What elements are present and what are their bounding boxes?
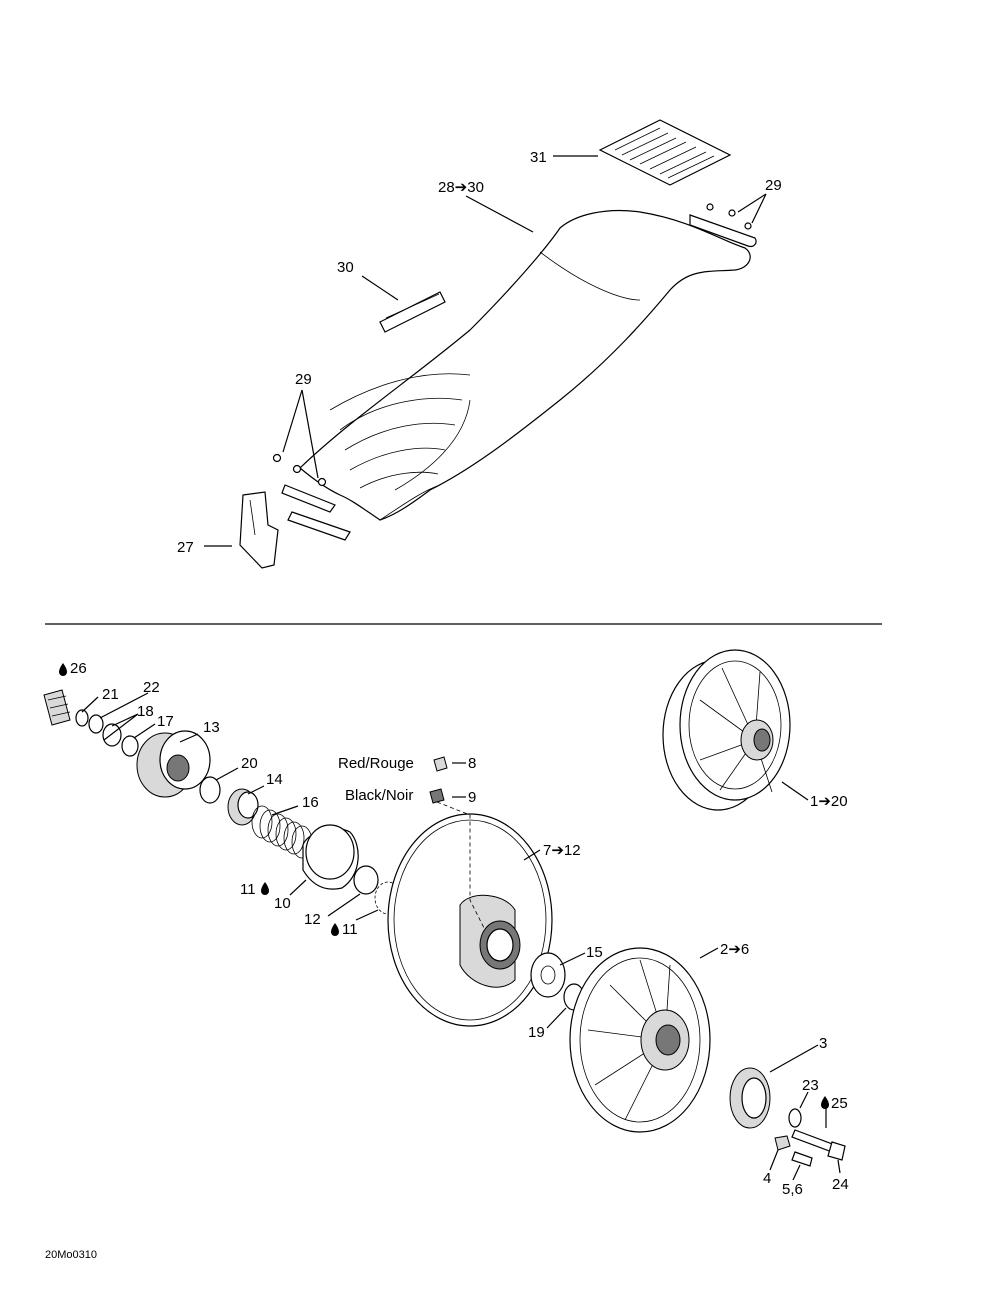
callout-15: 15 [586,944,603,961]
callout-25: 25 [831,1095,848,1112]
callout-17: 17 [157,713,174,730]
warning-label [598,119,732,186]
drop-icon-11b [331,923,339,936]
callout-lines-lower [81,692,841,1181]
callout-2-6: 2➔6 [720,941,749,958]
drop-icon-26 [59,663,67,676]
washer-23 [788,1108,802,1128]
nut-c [317,477,327,487]
fixed-half-2 [569,947,711,1133]
callout-23: 23 [802,1077,819,1094]
lubricant-drop-icons [59,663,829,1109]
washer-15 [530,952,566,998]
clip-plate-lower [287,511,351,541]
nut-b [292,464,302,474]
weight-black [429,788,445,804]
callout-10: 10 [274,895,291,912]
rear-mount-bracket [689,214,757,248]
ring-21 [75,709,89,727]
callout-5-6: 5,6 [782,1181,803,1198]
drop-icon-25 [821,1096,829,1109]
callout-4: 4 [763,1170,771,1187]
decal-30 [379,291,446,333]
guard-support-bracket [239,491,279,569]
callout-3: 3 [819,1035,827,1052]
ring-18 [102,723,122,747]
callout-29-top: 29 [765,177,782,194]
callout-lines-upper [204,155,767,547]
nut-a [272,453,282,463]
callout-7-12: 7➔12 [543,842,581,859]
callout-22: 22 [143,679,160,696]
nut-d [706,203,714,211]
ring-22 [88,714,104,734]
callout-11-upper: 11 [240,881,256,898]
callout-11-lower: 11 [342,921,358,938]
nut-f [744,222,752,230]
screw-5-6 [791,1151,813,1167]
callout-27: 27 [177,539,194,556]
ring-20 [199,776,221,804]
callout-16: 16 [302,794,319,811]
clip-plate-upper [281,484,336,513]
callout-20: 20 [241,755,258,772]
legend-black: Black/Noir [345,787,413,804]
callout-26: 26 [70,660,87,677]
bolt-24 [791,1129,836,1153]
callout-31: 31 [530,149,547,166]
cam-bushing [166,754,190,782]
diagram-code: 20Mo0310 [45,1249,97,1261]
drop-icon-11a [261,882,269,895]
callout-28-30: 28➔30 [438,179,484,196]
callout-8: 8 [468,755,476,772]
weight-red [433,756,448,772]
callout-14: 14 [266,771,283,788]
grease-applicator [43,689,71,726]
callout-1-20: 1➔20 [810,793,848,810]
driven-pulley-exploded [43,649,846,1167]
callout-21: 21 [102,686,119,703]
legend-red: Red/Rouge [338,755,414,772]
nut-4 [774,1135,791,1151]
callout-29-left: 29 [295,371,312,388]
ring-12 [353,865,379,895]
callout-13: 13 [203,719,220,736]
callout-18: 18 [137,703,154,720]
callout-12: 12 [304,911,321,928]
callout-24: 24 [832,1176,849,1193]
belt-guard-assembly [239,119,757,569]
ring-17 [121,735,139,757]
callout-19: 19 [528,1024,545,1041]
belt-guard [299,209,751,521]
callout-30: 30 [337,259,354,276]
callout-labels: 31 28➔30 29 30 29 27 26 21 22 18 17 13 2… [45,149,849,1261]
callout-9: 9 [468,789,476,806]
nut-e [728,209,736,217]
